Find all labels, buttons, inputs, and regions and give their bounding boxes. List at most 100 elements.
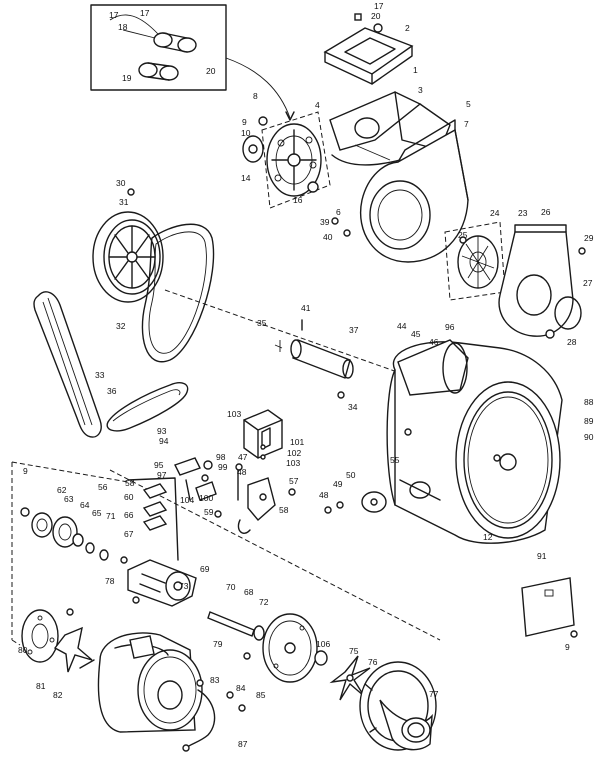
callout-39: 39 [320,217,330,227]
callout-89: 89 [584,416,594,426]
callout-28: 28 [567,337,577,347]
callout-27: 27 [583,278,593,288]
electric-motor [79,632,246,752]
callout-69: 69 [200,564,210,574]
callout-17: 17 [140,8,150,18]
main-drum [386,339,563,544]
large-pulley [92,188,164,303]
callout-97: 97 [157,470,167,480]
inset-arrow [225,57,291,119]
callout-59: 59 [204,507,214,517]
callout-58: 58 [279,505,289,515]
callout-29: 29 [584,233,594,243]
back-cover [498,224,586,339]
callout-77: 77 [429,689,439,699]
callout-41: 41 [301,303,311,313]
callout-88: 88 [584,397,594,407]
callout-55: 55 [390,455,400,465]
callout-49: 49 [333,479,343,489]
callout-83: 83 [210,675,220,685]
callout-103: 103 [286,458,300,468]
callout-80: 80 [18,645,28,655]
pump-volute [359,661,437,751]
callout-47: 47 [238,452,248,462]
callout-8: 8 [253,91,258,101]
callout-12: 12 [483,532,493,542]
callout-66: 66 [124,510,134,520]
callout-76: 76 [368,657,378,667]
callout-57: 57 [289,476,299,486]
callout-103: 103 [227,409,241,419]
lower-assembly-frame [11,461,441,646]
callout-82: 82 [53,690,63,700]
callout-99: 99 [218,462,228,472]
top-cover [323,13,414,85]
callout-72: 72 [259,597,269,607]
callout-48: 48 [319,490,329,500]
callout-94: 94 [159,436,169,446]
callout-6: 6 [336,207,341,217]
callout-26: 26 [541,207,551,217]
callout-17: 17 [374,1,384,11]
callout-79: 79 [213,639,223,649]
callout-78: 78 [105,576,115,586]
shaft-centerline [164,289,421,381]
callout-45: 45 [411,329,421,339]
callout-102: 102 [287,448,301,458]
small-pulley-stack [20,507,128,564]
callout-58: 58 [125,478,135,488]
fan-wheel [444,221,506,301]
linkage-parts [174,457,296,534]
callout-84: 84 [236,683,246,693]
motor-mount [21,608,93,673]
callout-87: 87 [238,739,248,749]
impeller-plate [243,613,328,683]
callout-32: 32 [116,321,126,331]
callout-30: 30 [116,178,126,188]
callout-25: 25 [458,230,468,240]
callout-46: 46 [429,337,439,347]
callout-90: 90 [584,432,594,442]
small-blocks [127,477,179,561]
callout-81: 81 [36,681,46,691]
callout-37: 37 [349,325,359,335]
label-plate [521,577,578,638]
callout-62: 62 [57,485,67,495]
callout-31: 31 [119,197,129,207]
callout-14: 14 [241,173,251,183]
callout-36: 36 [107,386,117,396]
small-disc [324,491,387,514]
callout-65: 65 [92,508,102,518]
callout-75: 75 [349,646,359,656]
callout-50: 50 [346,470,356,480]
callout-9: 9 [565,642,570,652]
callout-96: 96 [445,322,455,332]
pump-shaft [207,611,265,641]
switch-box [243,409,283,460]
callout-35: 35 [257,318,267,328]
pump-bracket [127,559,197,607]
callout-1: 1 [413,65,418,75]
callout-9: 9 [242,117,247,127]
callout-34: 34 [348,402,358,412]
callout-20: 20 [206,66,216,76]
callout-104: 104 [180,495,194,505]
callout-100: 100 [199,493,213,503]
callout-67: 67 [124,529,134,539]
callout-98: 98 [216,452,226,462]
callout-16: 16 [293,195,303,205]
callout-24: 24 [490,208,500,218]
clamp-inset [90,4,227,91]
callout-101: 101 [290,437,304,447]
callout-2: 2 [405,23,410,33]
callout-10: 10 [241,128,251,138]
callout-23: 23 [518,208,528,218]
callout-7: 7 [464,119,469,129]
callout-9: 9 [23,466,28,476]
fan-disk-assembly [242,111,331,209]
callout-4: 4 [315,100,320,110]
callout-64: 64 [80,500,90,510]
callout-20: 20 [371,11,381,21]
